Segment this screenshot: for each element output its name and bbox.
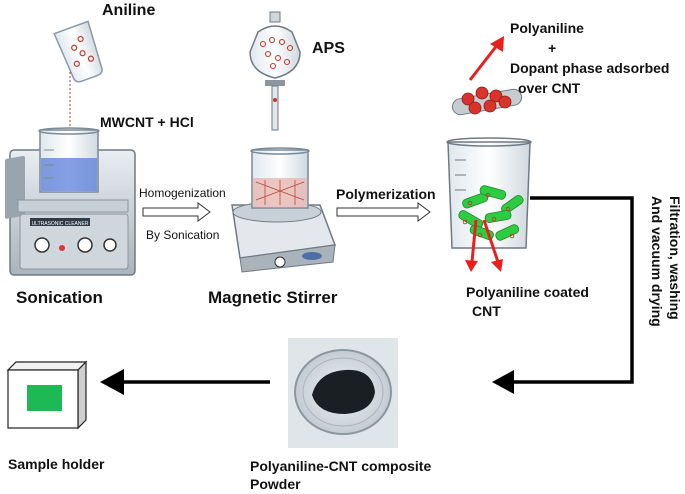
cleaner-brand-text: ULTRASONIC CLEANER xyxy=(32,221,89,227)
ultrasonic-cleaner-icon: ULTRASONIC CLEANER xyxy=(5,127,136,276)
aps-label: APS xyxy=(312,40,345,57)
sample-holder-icon xyxy=(6,360,88,430)
polymerization-label: Polymerization xyxy=(336,186,436,202)
polyaniline-label: Polyaniline xyxy=(510,20,584,36)
sample-holder-label: Sample holder xyxy=(8,456,105,472)
flow-connector xyxy=(510,196,634,384)
cnt-rod-icon xyxy=(451,86,523,116)
magnetic-stirrer-label: Magnetic Stirrer xyxy=(208,288,338,307)
composite-label: Polyaniline-CNT composite xyxy=(250,458,432,474)
over-cnt-label: over CNT xyxy=(518,80,581,96)
aniline-label: Aniline xyxy=(102,2,156,19)
filtration-washing-label: Filtration, washing xyxy=(667,196,683,320)
sonication-label: Sonication xyxy=(16,288,103,307)
plus-label: + xyxy=(548,40,557,56)
homogenization-label: Homogenization xyxy=(139,186,226,200)
mwcnt-hcl-label: MWCNT + HCl xyxy=(100,114,194,130)
arrowhead-left-icon xyxy=(492,370,514,394)
separatory-funnel-icon xyxy=(249,11,301,131)
vacuum-drying-label: And vacuum drying xyxy=(649,196,665,327)
red-arrow-icon xyxy=(465,36,504,272)
by-sonication-label: By Sonication xyxy=(146,228,220,242)
polyaniline-coated-label: Polyaniline coated xyxy=(466,284,589,300)
cnt-label: CNT xyxy=(472,303,501,319)
filtration-vertical-label: Filtration, washing And vacuum drying xyxy=(643,196,683,356)
powder-label: Powder xyxy=(250,476,301,492)
arrow-to-sample-holder xyxy=(100,369,270,395)
aniline-beaker-icon xyxy=(53,20,103,128)
magnetic-stirrer-icon xyxy=(231,147,337,273)
petri-dish-icon xyxy=(288,338,398,448)
process-arrow-icon xyxy=(142,202,431,222)
dopant-phase-label: Dopant phase adsorbed xyxy=(510,60,670,76)
